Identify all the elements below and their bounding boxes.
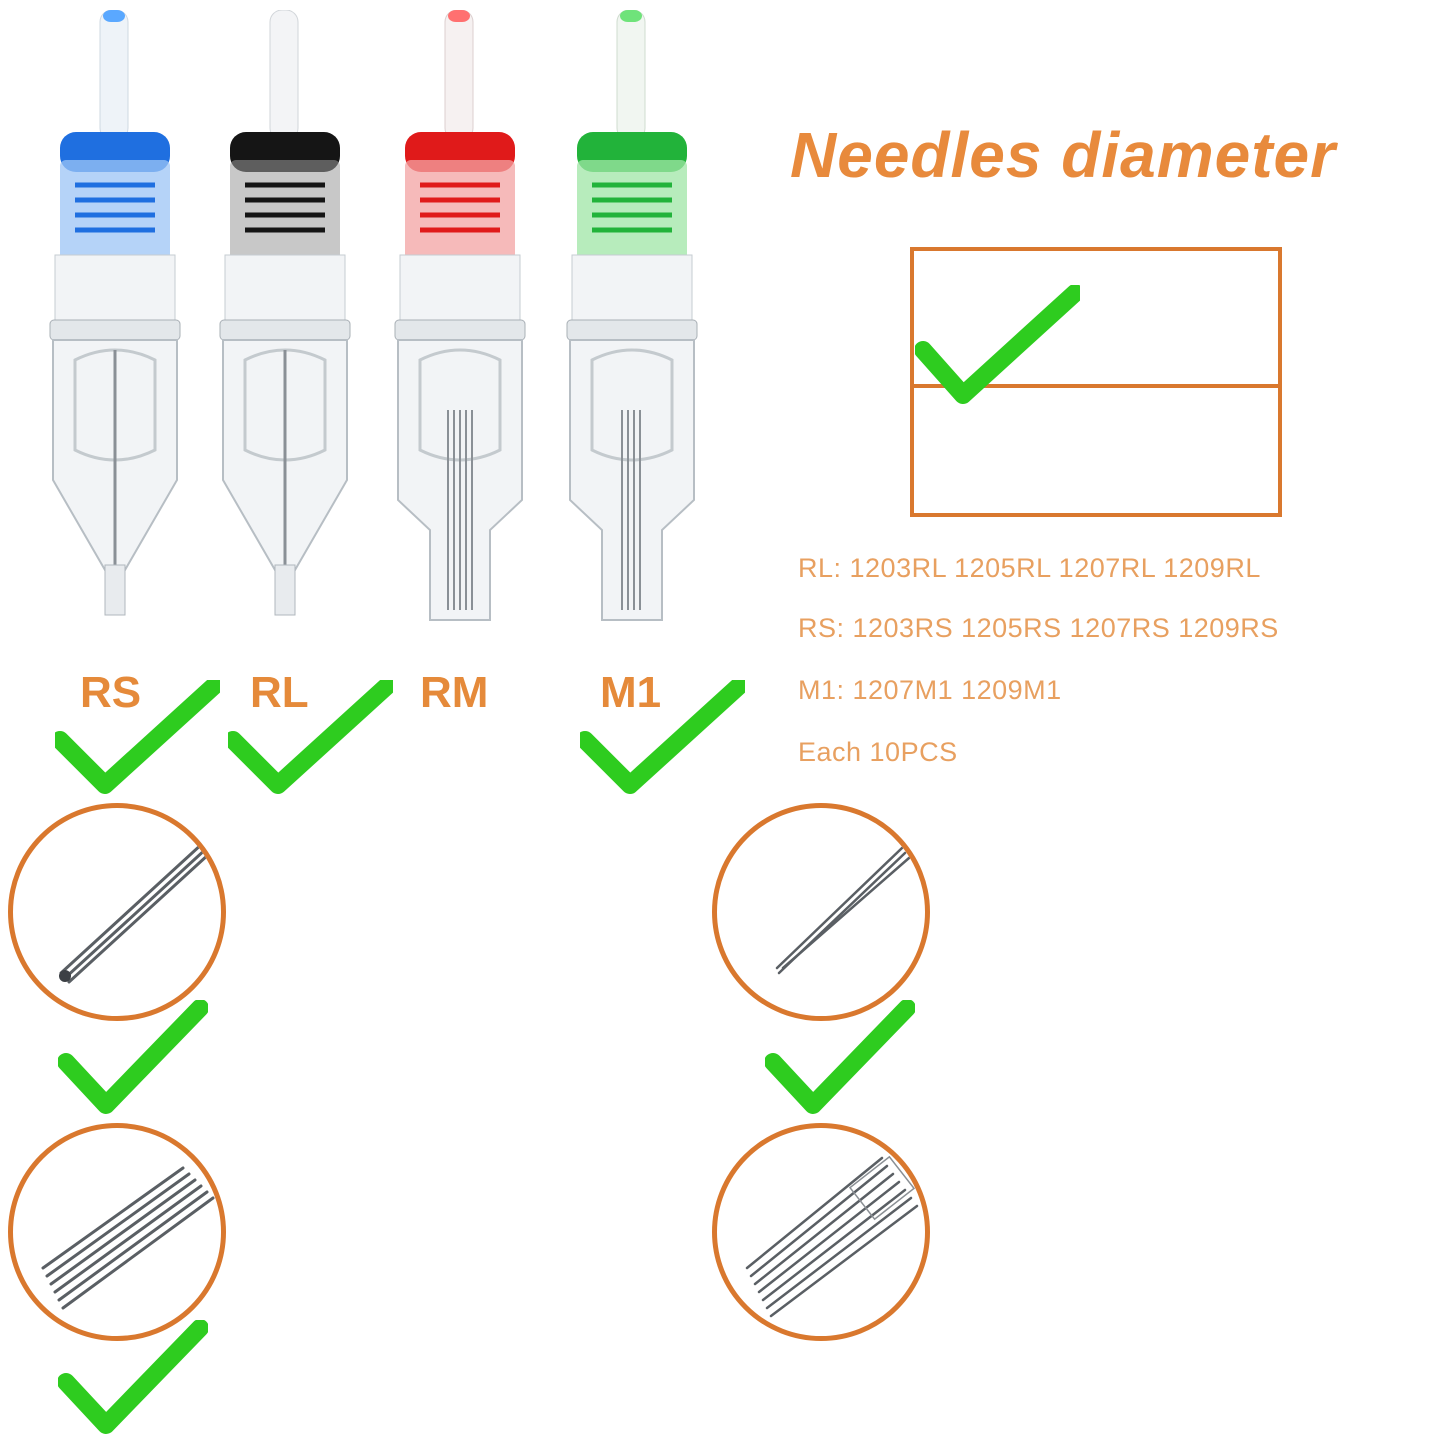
checkmark-icon [55,680,220,794]
needle-circle-rs [8,803,226,1021]
diameter-divider [914,384,1278,388]
spec-each: Each 10PCS [798,737,958,767]
diameter-box [910,247,1282,517]
needles-diameter-title: Needles diameter [790,119,1337,191]
spec-m1: M1: 1207M1 1209M1 [798,675,1062,705]
cartridge-rl [219,10,351,616]
spec-rs: RS: 1203RS 1205RS 1207RS 1209RS [798,613,1279,643]
needle-icon [745,1155,919,1318]
cartridge-m1 [566,10,698,621]
needle-circle-rm [712,1123,930,1341]
checkmark-icon [915,285,1080,404]
needle-circle-m1 [8,1123,226,1341]
needle-icon [59,841,211,984]
needle-circle-rl [712,803,930,1021]
checkmark-icon [765,1000,915,1114]
checkmark-icon [580,680,745,794]
type-label-rl: RL [250,668,309,717]
checkmark-icon [58,1000,208,1114]
type-label-rs: RS [80,668,142,717]
cartridge-rm [394,10,526,621]
checkmark-icon [228,680,393,794]
type-label-rm: RM [420,668,489,717]
spec-rl: RL: 1203RL 1205RL 1207RL 1209RL [798,553,1261,583]
type-label-m1: M1 [600,668,662,717]
needle-icon [775,846,911,975]
cartridge-rs [49,10,181,616]
checkmark-icon [58,1320,208,1434]
needle-icon [41,1166,215,1310]
